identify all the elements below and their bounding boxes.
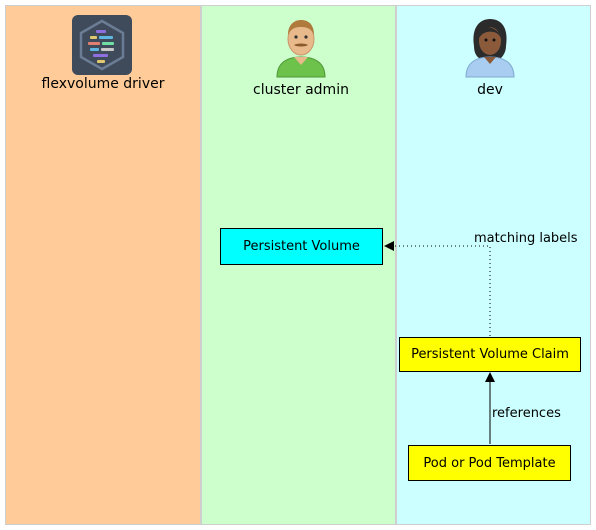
- lane-label-flexvolume-driver: flexvolume driver: [41, 76, 165, 92]
- woman-avatar-icon: [463, 18, 517, 78]
- lane-cluster-admin: [201, 5, 396, 525]
- node-persistent-volume[interactable]: Persistent Volume: [220, 228, 383, 265]
- lane-label-dev: dev: [477, 82, 503, 98]
- code-hexagon-icon: [72, 15, 132, 75]
- man-avatar-icon: [274, 18, 328, 78]
- edge-label-matching-labels: matching labels: [474, 231, 578, 246]
- node-label: Pod or Pod Template: [423, 455, 556, 471]
- node-pod-or-pod-template[interactable]: Pod or Pod Template: [408, 445, 571, 481]
- lane-label-cluster-admin: cluster admin: [253, 82, 349, 98]
- node-label: Persistent Volume: [243, 239, 360, 254]
- lane-flexvolume-driver: [5, 5, 201, 525]
- node-label: Persistent Volume Claim: [411, 347, 569, 362]
- lane-dev: [396, 5, 591, 525]
- edge-label-references: references: [492, 406, 561, 421]
- node-persistent-volume-claim[interactable]: Persistent Volume Claim: [399, 337, 581, 372]
- edge-pvc-to-pv: [384, 241, 491, 336]
